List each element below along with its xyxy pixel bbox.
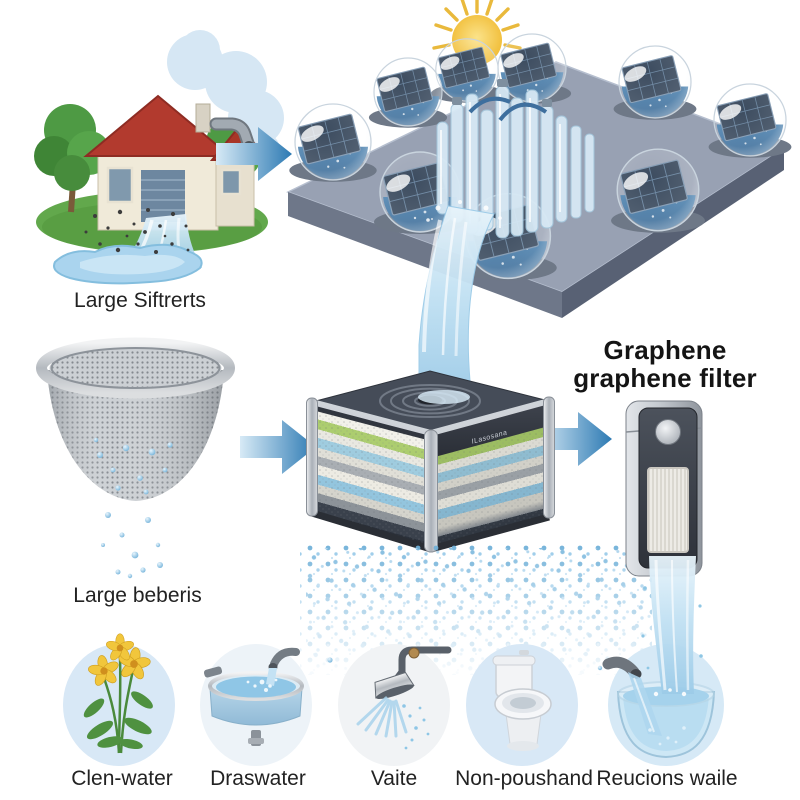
debris-particles <box>84 208 190 254</box>
use-circles <box>63 633 724 766</box>
mesh-strainer-icon <box>36 337 235 501</box>
basin-icon <box>203 647 304 746</box>
label-source: Large Siftrerts <box>74 289 206 312</box>
strainer-droplets <box>93 437 173 579</box>
tree-icon <box>34 104 111 213</box>
filter-box-icon: ILasosana <box>306 370 555 553</box>
shower-icon <box>356 646 452 750</box>
label-use-bowl: Reucions waile <box>596 767 738 790</box>
graphene-heading-line1: Graphene <box>603 335 727 365</box>
filtered-spray <box>300 545 652 675</box>
filter-side-top-band <box>431 401 549 458</box>
device-button <box>655 419 681 445</box>
label-use-toilet: Non-poushand <box>455 767 593 790</box>
clean-water-stream <box>641 556 703 697</box>
flow-arrow-strainer-to-filter <box>240 420 316 474</box>
label-use-basin: Draswater <box>210 767 306 790</box>
greywater-puddle <box>53 243 203 285</box>
plant-icon <box>83 633 154 754</box>
label-use-plants: Clen-water <box>71 767 173 790</box>
solar-still-array <box>286 0 791 401</box>
label-use-shower: Vaite <box>370 767 418 790</box>
graphene-heading: Graphene graphene filter <box>540 336 790 392</box>
filter-window <box>647 467 689 553</box>
label-strainer: Large beberis <box>73 584 202 607</box>
filter-box-top-rings <box>379 384 481 418</box>
toilet-icon <box>492 650 552 751</box>
graphene-heading-line2: graphene filter <box>573 363 757 393</box>
graphene-filter-icon <box>625 400 703 577</box>
